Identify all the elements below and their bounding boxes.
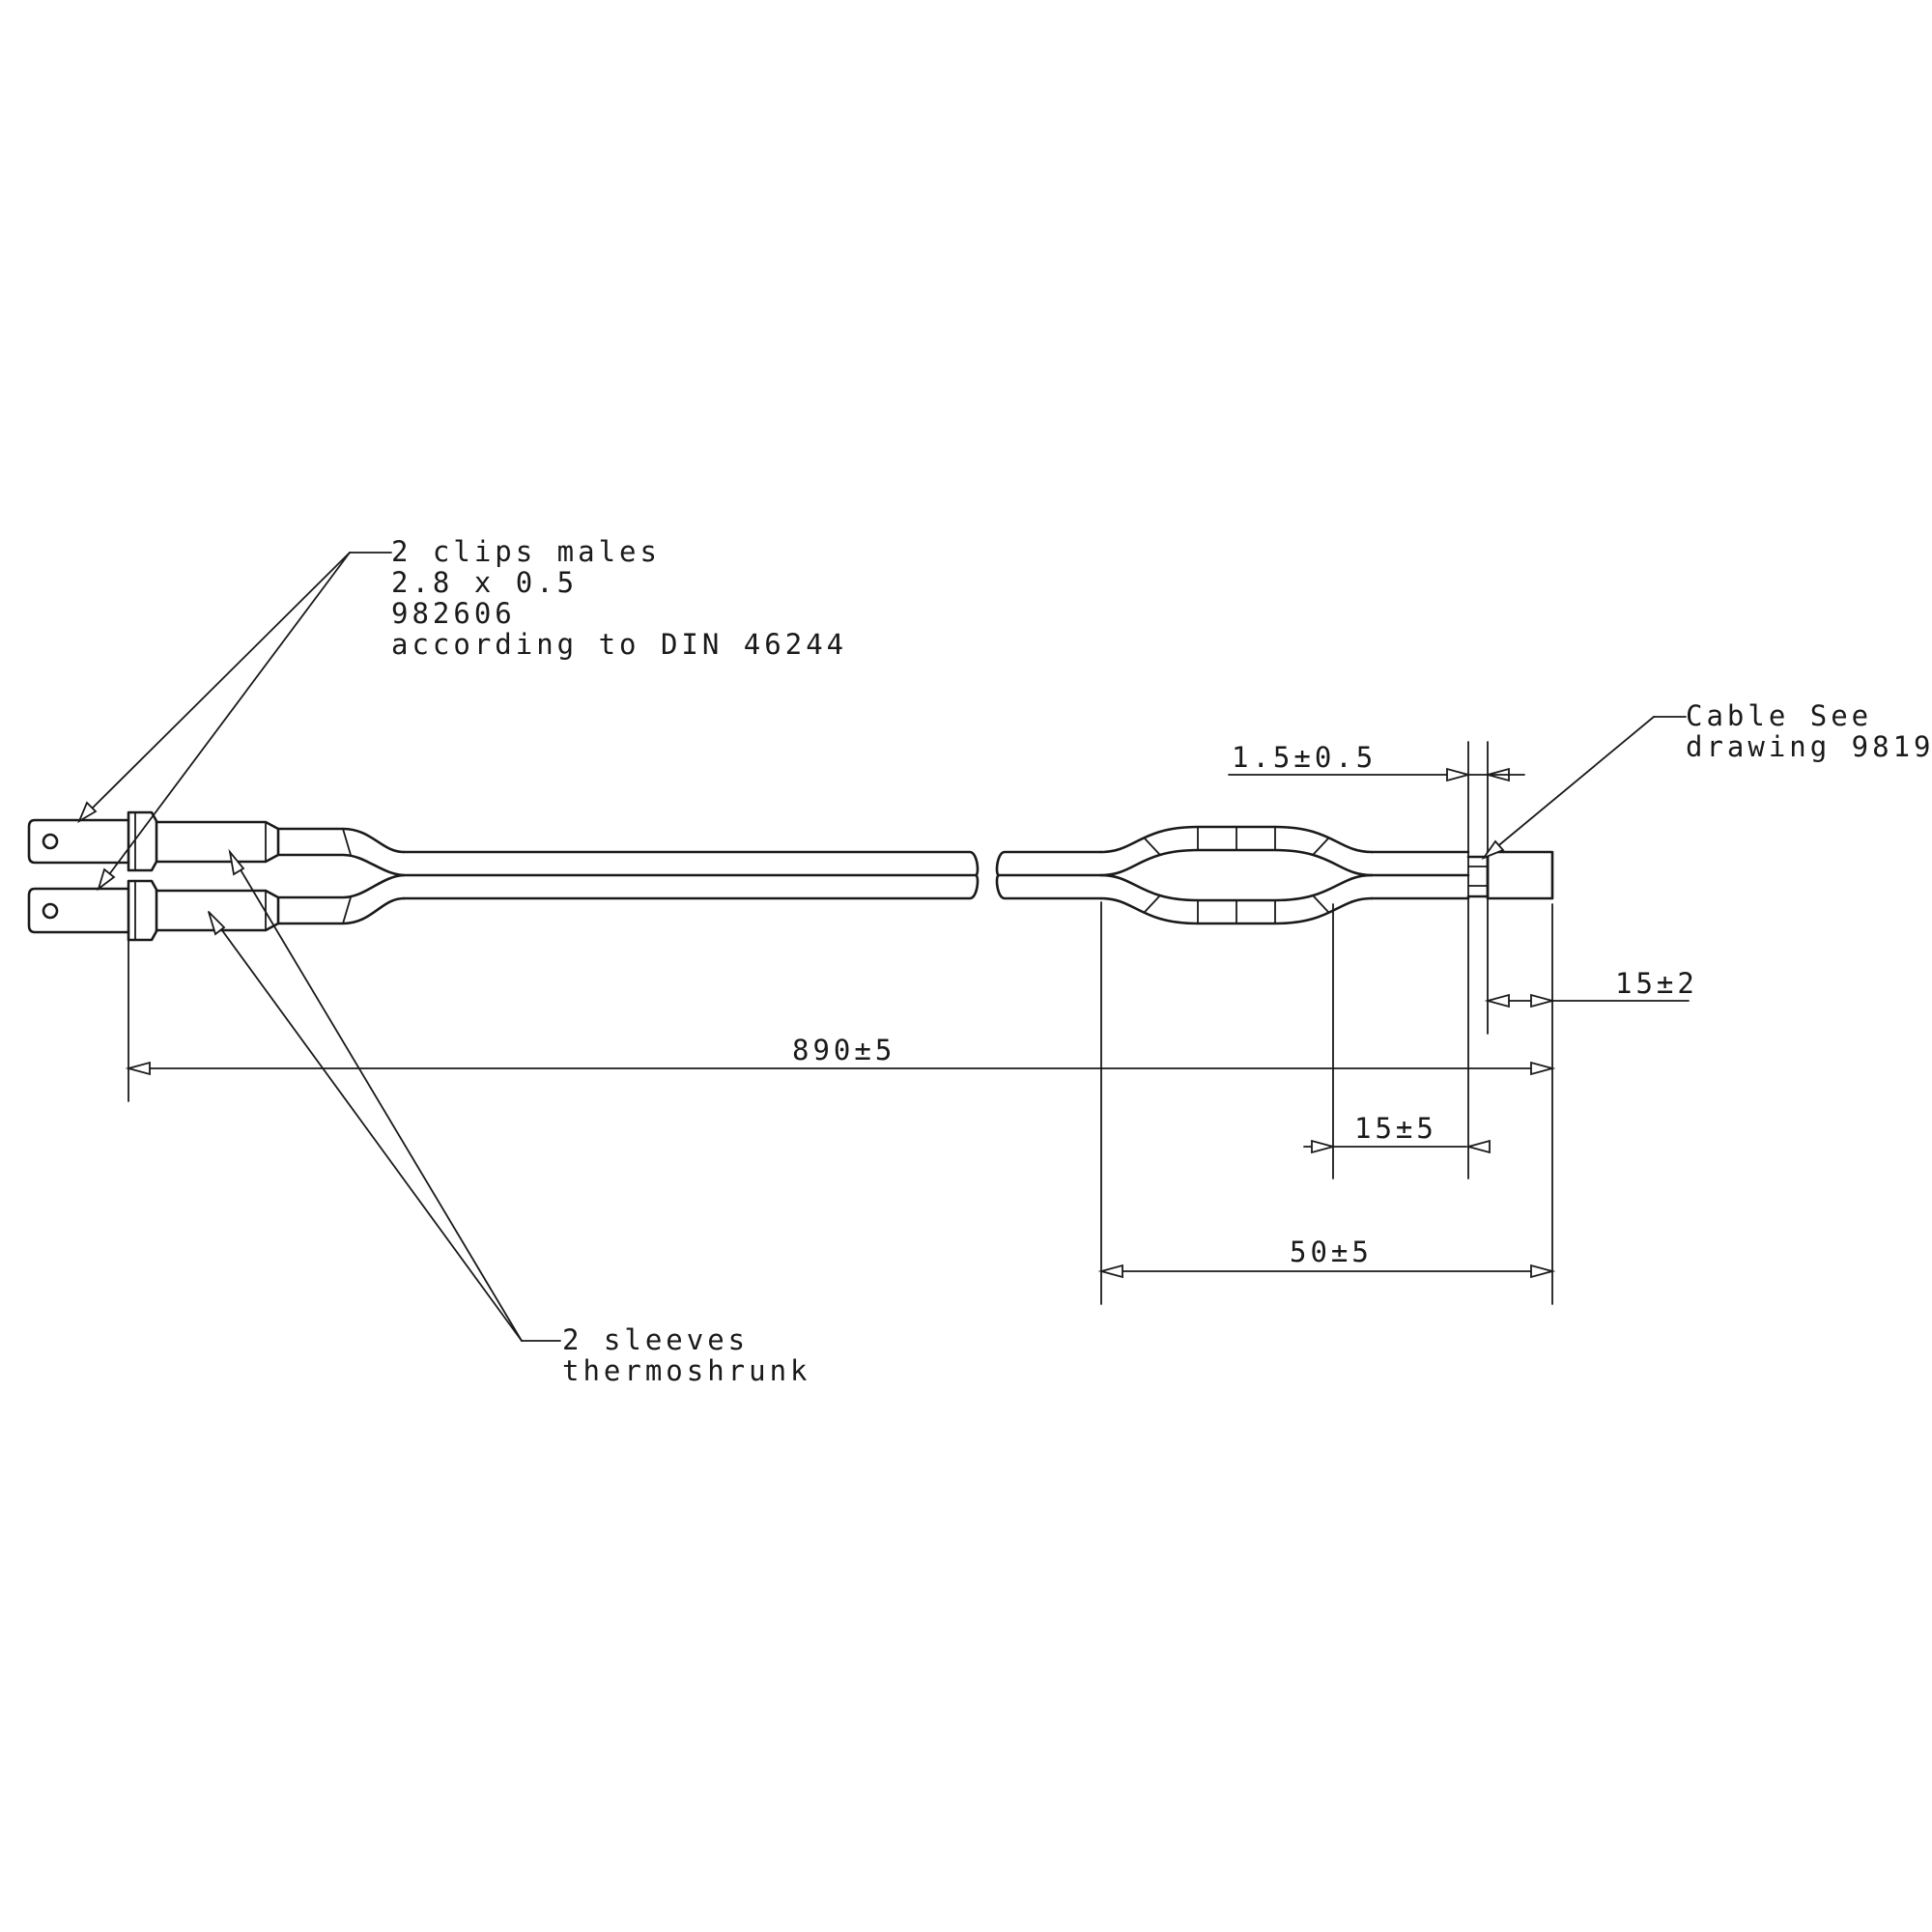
crimp-collar-bottom [127, 879, 158, 942]
crimp-collar-top [127, 810, 158, 872]
wire-top-branch [276, 827, 406, 877]
callout-sleeves-line-2: thermoshrunk [562, 1354, 811, 1387]
male-clip-top [27, 818, 130, 865]
callout-cable: Cable See drawing 981905 [1481, 699, 1932, 860]
dim-overall-label: 890±5 [792, 1034, 895, 1066]
sleeve-top [155, 820, 280, 864]
callout-sleeves-line-1: 2 sleeves [562, 1323, 749, 1356]
cable-band [1466, 855, 1490, 898]
callout-clips-line-2: 2.8 x 0.5 [391, 566, 578, 599]
callout-clips-line-1: 2 clips males [391, 535, 661, 568]
callout-cable-line-1: Cable See [1686, 699, 1872, 732]
dim-straight-label: 15±5 [1354, 1112, 1437, 1145]
callout-clips-line-4: according to DIN 46244 [391, 628, 847, 661]
cable-split-section [1099, 825, 1374, 925]
wire-bottom-branch [276, 873, 406, 925]
callout-cable-line-2: drawing 981905 [1686, 730, 1932, 763]
dim-end: 15±2 [1484, 967, 1698, 1009]
callout-sleeves: 2 sleeves thermoshrunk [208, 848, 811, 1387]
dim-band-label: 1.5±0.5 [1232, 741, 1377, 774]
dim-straight: 15±5 [1303, 1112, 1491, 1154]
callout-clips-line-3: 982606 [391, 597, 516, 630]
dim-split: 50±5 [1097, 1236, 1556, 1279]
cable-left-segment [402, 850, 980, 900]
cable-straight-section [1370, 850, 1470, 900]
dim-band: 1.5±0.5 [1228, 741, 1525, 782]
callout-clips: 2 clips males 2.8 x 0.5 982606 according… [77, 535, 847, 892]
cable-right-segment [995, 850, 1103, 900]
dim-split-label: 50±5 [1290, 1236, 1373, 1268]
dim-end-label: 15±2 [1615, 967, 1698, 1000]
cable-end-sheath [1486, 850, 1554, 900]
dim-overall: 890±5 [125, 1034, 1556, 1076]
male-clip-bottom [27, 887, 130, 934]
extension-lines [128, 741, 1553, 1305]
